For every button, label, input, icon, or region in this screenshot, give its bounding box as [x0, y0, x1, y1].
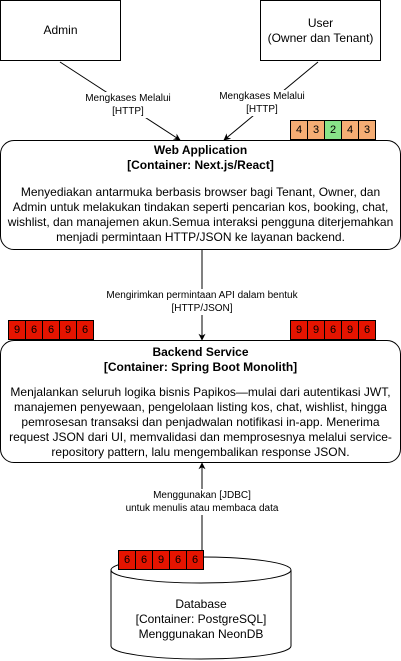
metric-badge: 4	[341, 120, 359, 140]
metric-badge: 6	[42, 320, 60, 340]
web-application-tech: [Container: Next.js/React]	[127, 158, 274, 172]
edge-label-admin-web: Mengkases Melalui [HTTP]	[78, 92, 178, 118]
user-label: User	[307, 15, 334, 30]
database-tech: [Container: PostgreSQL]	[135, 611, 267, 626]
admin-node[interactable]: Admin	[0, 0, 121, 61]
database-node[interactable]: Database [Container: PostgreSQL] Menggun…	[110, 590, 292, 648]
metric-badge: 3	[358, 120, 376, 140]
web-application-node[interactable]: Web Application [Container: Next.js/Reac…	[0, 140, 401, 250]
edge-label-line: Mengirimkan permintaan API dalam bentuk	[106, 290, 298, 301]
metric-badge: 6	[186, 550, 204, 570]
metric-badge: 9	[8, 320, 26, 340]
metric-badge: 3	[307, 120, 325, 140]
metric-badge: 6	[358, 320, 376, 340]
edge-label-user-web: Mengkases Melalui [HTTP]	[212, 90, 312, 116]
edge-label-line: Menggunakan [JDBC]	[153, 490, 251, 501]
metric-badge: 9	[307, 320, 325, 340]
edge-label-line: [HTTP]	[112, 106, 144, 117]
metric-badge: 9	[290, 320, 308, 340]
metric-badge: 9	[341, 320, 359, 340]
backend-service-title: Backend Service	[152, 345, 249, 359]
metric-badge: 2	[324, 120, 342, 140]
edge-label-line: Mengkases Melalui	[85, 93, 171, 104]
metric-badge: 6	[324, 320, 342, 340]
web-application-description: Menyediakan antarmuka berbasis browser b…	[7, 185, 394, 244]
metric-badge: 6	[135, 550, 153, 570]
user-node[interactable]: User (Owner dan Tenant)	[260, 0, 381, 61]
metric-badge: 6	[118, 550, 136, 570]
edge-label-line: untuk menulis atau membaca data	[125, 503, 279, 514]
user-sublabel: (Owner dan Tenant)	[267, 30, 374, 45]
database-provider: Menggunakan NeonDB	[138, 626, 264, 641]
backend-service-description: Menjalankan seluruh logika bisnis Papiko…	[9, 385, 392, 459]
metric-badge: 6	[76, 320, 94, 340]
metric-badge: 6	[169, 550, 187, 570]
backend-service-tech: [Container: Spring Boot Monolith]	[103, 360, 298, 374]
edge-label-line: Mengkases Melalui	[219, 91, 305, 102]
metric-badge: 9	[152, 550, 170, 570]
web-application-title: Web Application	[153, 143, 248, 157]
admin-label: Admin	[43, 23, 78, 37]
edge-label-db-backend: Menggunakan [JDBC] untuk menulis atau me…	[90, 489, 314, 515]
edge-label-line: [HTTP]	[246, 104, 278, 115]
metric-badge: 6	[25, 320, 43, 340]
database-title: Database	[175, 596, 227, 611]
edge-label-web-backend: Mengirimkan permintaan API dalam bentuk …	[90, 289, 314, 315]
metric-badge: 9	[59, 320, 77, 340]
edge-label-line: [HTTP/JSON]	[171, 303, 233, 314]
backend-service-node[interactable]: Backend Service [Container: Spring Boot …	[0, 340, 401, 463]
metric-badge: 4	[290, 120, 308, 140]
